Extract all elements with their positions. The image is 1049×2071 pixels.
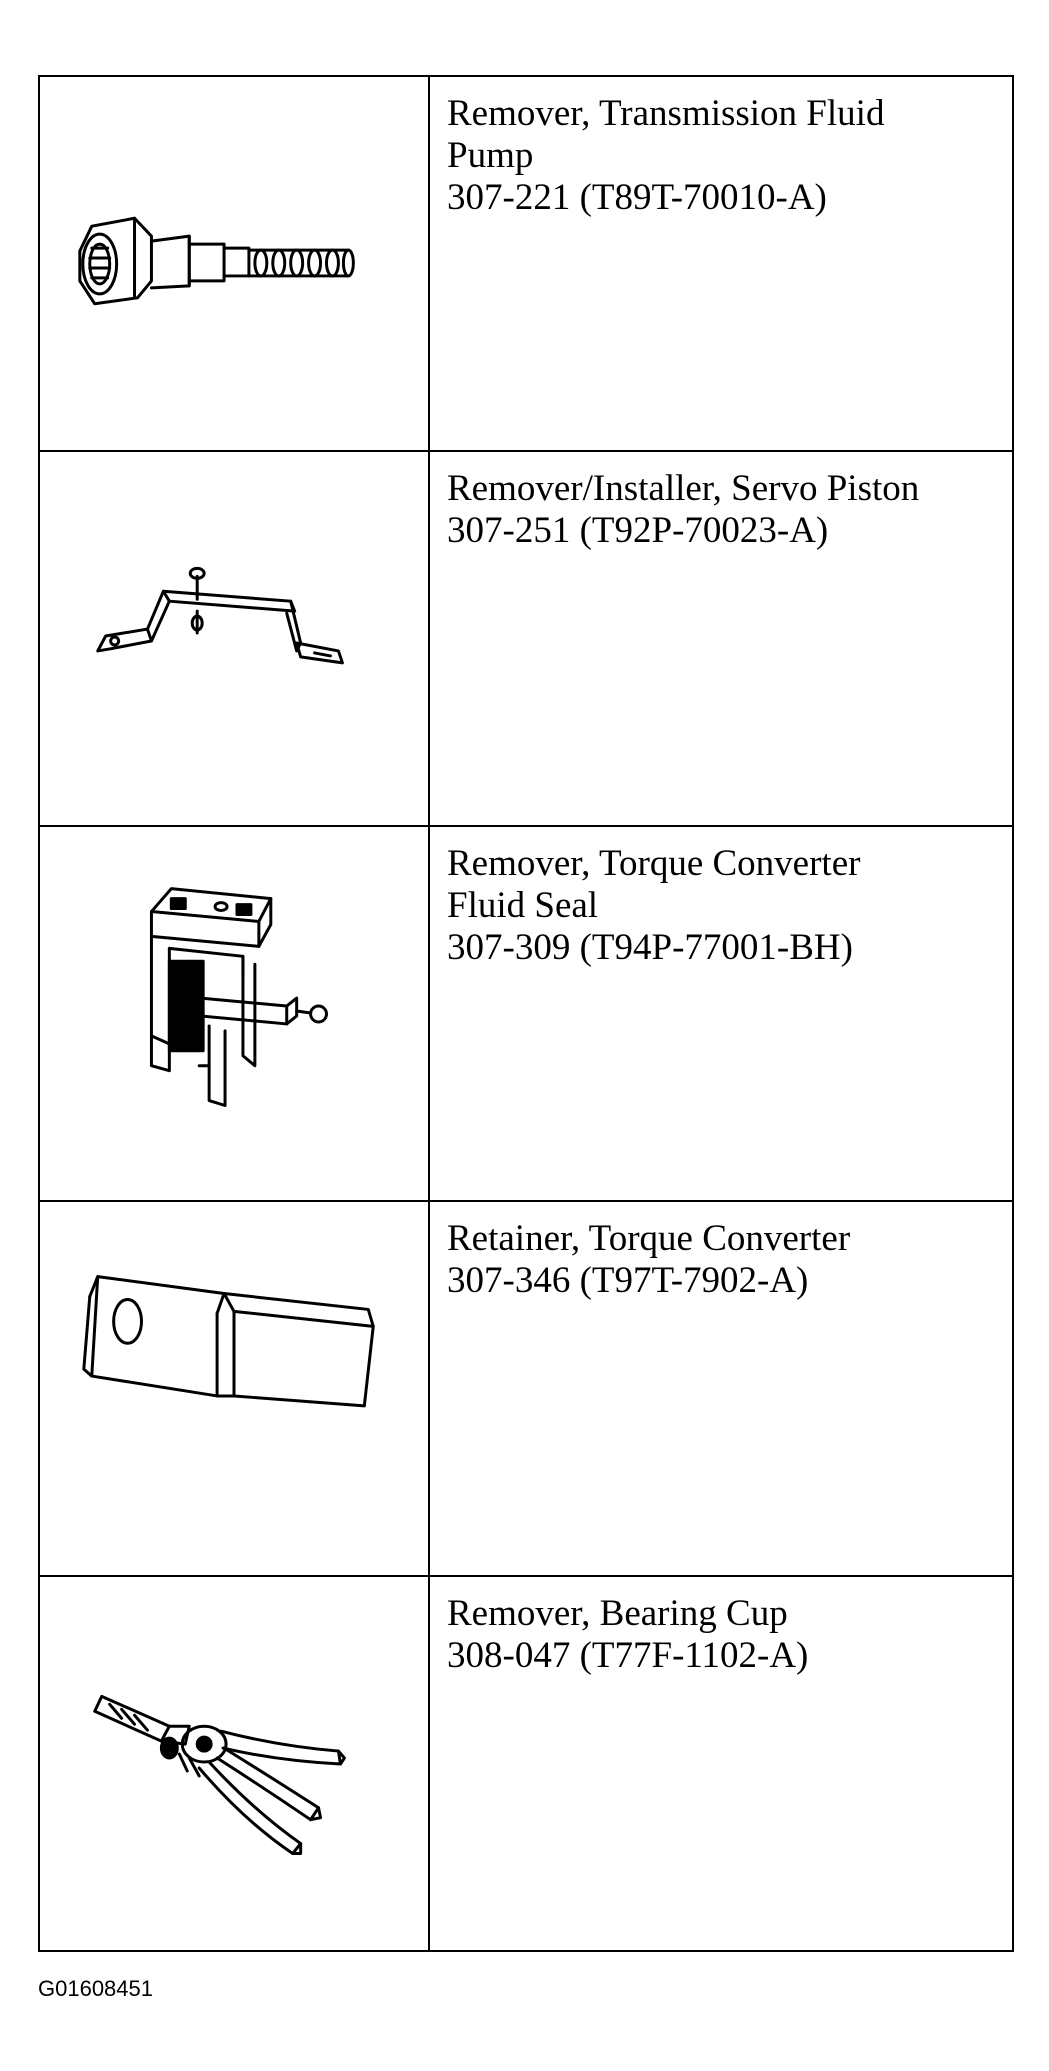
tool-description-cell: Retainer, Torque Converter 307-346 (T97T… <box>428 1200 1014 1577</box>
tool-part-number: 307-251 (T92P-70023-A) <box>447 510 829 551</box>
tool-image-cell <box>38 825 430 1202</box>
servo-piston-bracket-icon <box>96 566 344 665</box>
tool-description-cell: Remover, Torque Converter Fluid Seal 307… <box>428 825 1014 1202</box>
special-tools-table: Remover, Transmission Fluid Pump 307-221… <box>38 75 1014 1952</box>
tool-description-cell: Remover/Installer, Servo Piston 307-251 … <box>428 450 1014 827</box>
tool-part-number: 308-047 (T77F-1102-A) <box>447 1635 809 1676</box>
table-row: Remover, Transmission Fluid Pump 307-221… <box>38 75 1014 452</box>
tool-name-line: Remover, Transmission Fluid <box>447 93 885 134</box>
tool-image-cell <box>38 1575 430 1952</box>
seal-remover-clamp-icon <box>149 887 328 1107</box>
tool-description: Remover, Torque Converter Fluid Seal 307… <box>430 827 1012 969</box>
tool-description-cell: Remover, Bearing Cup 308-047 (T77F-1102-… <box>428 1575 1014 1952</box>
table-row: Remover, Bearing Cup 308-047 (T77F-1102-… <box>38 1575 1014 1952</box>
tool-image-cell <box>38 1200 430 1577</box>
tool-name-line: Retainer, Torque Converter <box>447 1218 851 1259</box>
tool-image-cell <box>38 450 430 827</box>
tool-name-line: Pump <box>447 135 534 176</box>
tool-name-line: Remover, Torque Converter <box>447 843 861 884</box>
tool-name-line: Fluid Seal <box>447 885 599 926</box>
tool-name-line: Remover/Installer, Servo Piston <box>447 468 920 509</box>
table-row: Retainer, Torque Converter 307-346 (T97T… <box>38 1200 1014 1577</box>
bearing-cup-puller-icon <box>93 1694 346 1856</box>
tool-image-cell <box>38 75 430 452</box>
tool-name-line: Remover, Bearing Cup <box>447 1593 788 1634</box>
fluid-pump-remover-icon <box>78 216 355 306</box>
table-row: Remover/Installer, Servo Piston 307-251 … <box>38 450 1014 827</box>
tool-description: Remover/Installer, Servo Piston 307-251 … <box>430 452 1012 552</box>
figure-id: G01608451 <box>38 1976 153 2001</box>
tool-part-number: 307-309 (T94P-77001-BH) <box>447 927 853 968</box>
tool-part-number: 307-221 (T89T-70010-A) <box>447 177 827 218</box>
table-row: Remover, Torque Converter Fluid Seal 307… <box>38 825 1014 1202</box>
tool-description: Remover, Transmission Fluid Pump 307-221… <box>430 77 1012 219</box>
tool-description-cell: Remover, Transmission Fluid Pump 307-221… <box>428 75 1014 452</box>
tool-description: Remover, Bearing Cup 308-047 (T77F-1102-… <box>430 1577 1012 1677</box>
tool-part-number: 307-346 (T97T-7902-A) <box>447 1260 809 1301</box>
tool-description: Retainer, Torque Converter 307-346 (T97T… <box>430 1202 1012 1302</box>
retainer-strap-icon <box>82 1275 375 1408</box>
